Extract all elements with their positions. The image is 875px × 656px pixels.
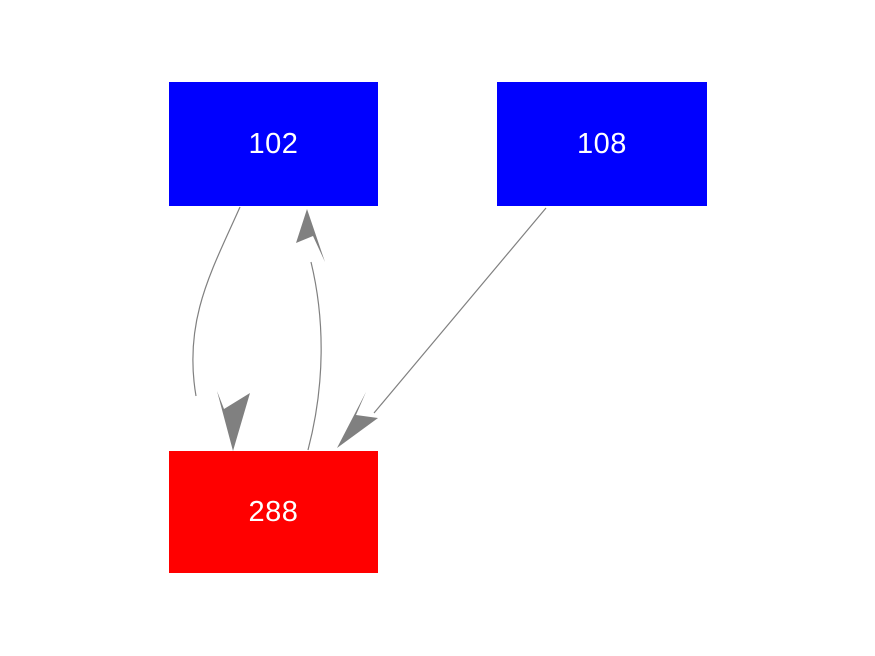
graph-node-288[interactable]: 288 [169,451,378,573]
node-label-102: 102 [248,127,299,160]
graph-node-108[interactable]: 108 [497,82,707,206]
edge-102-288[interactable] [192,206,250,451]
edge-288-102[interactable] [296,209,325,451]
edge-102-288-arrowhead [217,391,250,451]
edge-108-288[interactable] [337,207,547,448]
node-label-288: 288 [248,495,299,528]
edge-108-288-line [373,207,547,414]
node-label-108: 108 [577,127,627,160]
edge-108-288-arrowhead [337,392,378,448]
graph-node-102[interactable]: 102 [169,82,378,206]
edge-288-102-arrowhead [296,209,325,262]
edge-288-102-line [307,261,322,451]
edge-102-288-line [192,206,241,397]
